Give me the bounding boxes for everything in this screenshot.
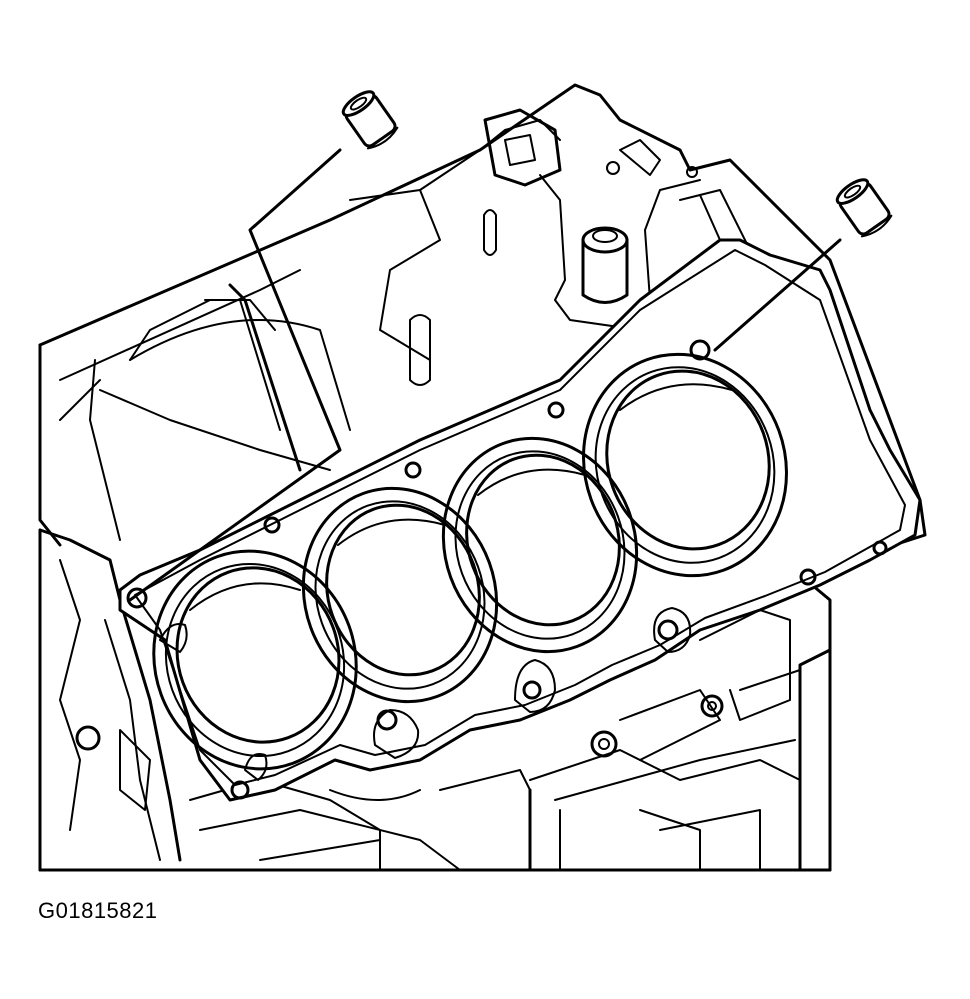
left-dowel-pin [128, 90, 399, 602]
cylinder-bore-4 [582, 352, 788, 578]
cylinder-bore-3 [441, 436, 639, 654]
cylinder-bore-1 [152, 549, 358, 771]
right-dowel-pin [713, 178, 893, 352]
left-dowel-leader-line [128, 148, 342, 602]
right-dowel-leader-line [713, 238, 842, 352]
figure-id-label: G01815821 [38, 898, 158, 923]
